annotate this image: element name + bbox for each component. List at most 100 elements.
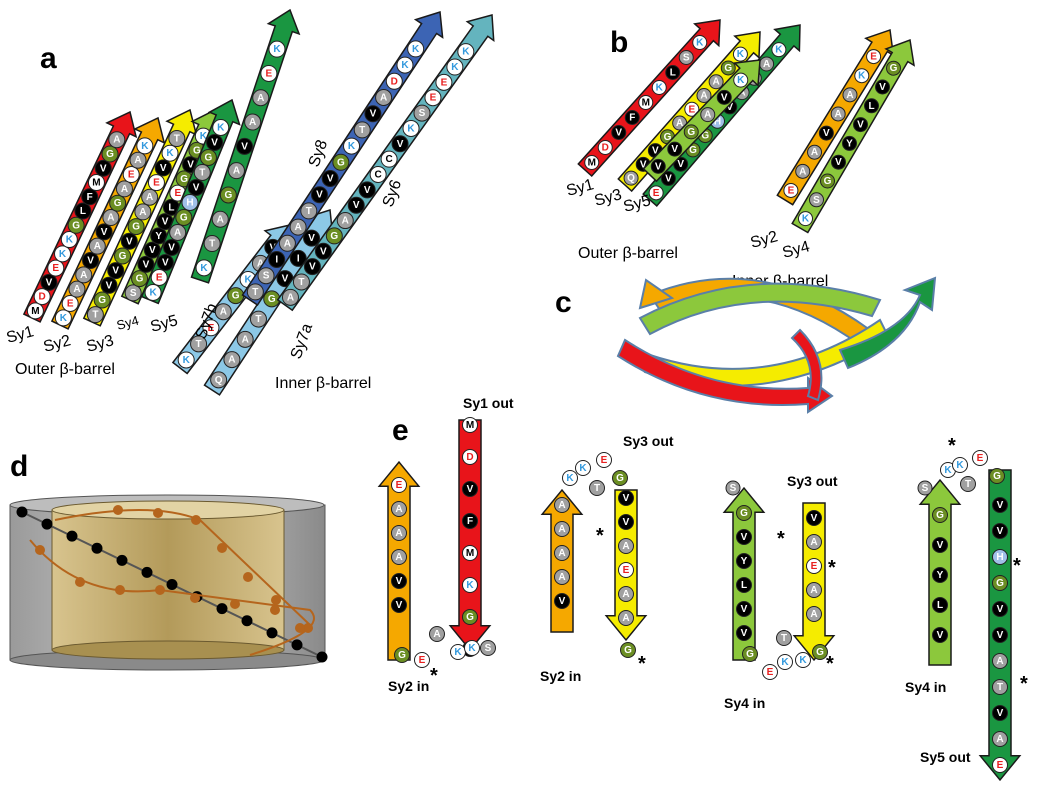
residue-a-res-4-2: V (156, 254, 174, 271)
svg-text:G: G (701, 131, 709, 142)
residue-e4-sy4-4: V (932, 627, 948, 643)
residue-a-res-1-4: V (82, 252, 100, 270)
d-brown-bead-5 (230, 599, 240, 609)
residue-b-res-5-8: G (886, 60, 901, 76)
residue-a-res-7-0: T (246, 283, 264, 301)
svg-text:M: M (31, 306, 39, 317)
residue-e3-sy3-4: A (806, 606, 822, 622)
residue-a-res-4-8: T (193, 164, 211, 181)
svg-text:A: A (763, 59, 770, 70)
svg-text:V: V (162, 258, 169, 269)
residue-b-res-2-0: E (648, 185, 664, 201)
svg-text:G: G (890, 63, 898, 74)
svg-text:V: V (397, 139, 404, 150)
residue-b-res-3-4: V (716, 89, 732, 105)
c-green-arrow (838, 276, 937, 370)
svg-text:V: V (623, 493, 630, 504)
residue-a-res-9-7: A (252, 89, 270, 107)
svg-text:G: G (136, 274, 144, 285)
svg-text:V: V (370, 109, 377, 120)
d-brown-bead-3 (155, 585, 165, 595)
residue-a-res-0-12: A (108, 131, 126, 149)
svg-text:K: K (200, 131, 208, 142)
residue-a-res-7-15: K (407, 40, 425, 58)
residue-a-res-2-7: A (134, 203, 152, 221)
residue-e4-turn-2: E (972, 450, 988, 466)
svg-text:G: G (193, 145, 201, 156)
svg-text:V: V (364, 185, 371, 196)
residue-a-res-7-3: A (278, 234, 296, 252)
svg-text:M: M (92, 178, 100, 189)
svg-text:A: A (810, 537, 817, 548)
residue-a-res-7-9: K (343, 137, 361, 155)
e-label-sy5-out: Sy5 out (920, 749, 971, 765)
svg-text:E: E (623, 565, 630, 576)
residue-e2-sy2-1: A (554, 521, 570, 537)
svg-text:A: A (146, 192, 153, 203)
svg-text:A: A (139, 207, 146, 218)
residue-a-res-7-11: V (364, 105, 382, 123)
d-chain-bead-11 (291, 639, 303, 651)
svg-text:T: T (298, 277, 304, 288)
residue-b-res-5-2: G (820, 173, 835, 189)
svg-text:A: A (799, 166, 806, 177)
svg-text:H: H (714, 116, 721, 127)
d-brown-bead-12 (243, 572, 253, 582)
residue-b-res-2-9: A (759, 56, 775, 72)
svg-text:V: V (106, 280, 113, 291)
e3-asterisk-1: * (777, 528, 785, 550)
svg-text:A: A (738, 88, 745, 99)
residue-e3-turn-1: E (762, 664, 778, 680)
svg-text:S: S (922, 483, 929, 494)
residue-a-res-9-0: K (195, 259, 213, 277)
panel-letter-c: c (555, 286, 572, 319)
e-label-sy3-out-2: Sy3 out (787, 473, 838, 489)
residue-a-res-8-4: G (325, 227, 343, 245)
residue-a-res-6-3: T (249, 310, 267, 328)
residue-b-res-4-5: A (842, 87, 858, 103)
residue-e1-sy1-6: G (462, 609, 478, 625)
svg-text:V: V (241, 141, 248, 152)
residue-a-res-3-4: Y (150, 227, 168, 245)
svg-text:T: T (209, 239, 215, 250)
residue-a-res-8-7: V (358, 181, 376, 199)
svg-text:M: M (588, 158, 596, 169)
residue-a-res-5-4: G (227, 287, 245, 305)
svg-text:V: V (823, 128, 830, 139)
residue-e4-sy5-9: A (992, 731, 1008, 747)
residue-a-res-4-4: A (169, 224, 187, 241)
svg-text:V: V (309, 262, 316, 273)
svg-text:V: V (937, 540, 944, 551)
residue-a-res-4-0: K (144, 284, 162, 301)
d-brown-bead-11 (217, 543, 227, 553)
svg-text:G: G (993, 471, 1001, 482)
c-orange-head (638, 278, 675, 310)
a-label-sy5: Sy5 (149, 312, 180, 336)
svg-text:V: V (126, 236, 133, 247)
d-brown-bead-1 (75, 577, 85, 587)
svg-text:G: G (330, 231, 338, 242)
svg-text:F: F (467, 516, 473, 527)
svg-text:A: A (996, 734, 1003, 745)
svg-text:E: E (997, 760, 1004, 771)
residue-e2-sy3-5: A (618, 610, 634, 626)
residue-a-res-2-4: G (114, 247, 132, 265)
residue-a-res-0-8: F (81, 188, 99, 206)
residue-e4-sy5-7: T (992, 679, 1008, 695)
residue-e1-sy1-3: F (462, 513, 478, 529)
svg-text:V: V (396, 600, 403, 611)
svg-text:K: K (66, 235, 74, 246)
d-chain-bead-8 (216, 603, 228, 615)
panel-letter-d: d (10, 450, 28, 483)
e4-asterisk-2: * (1013, 555, 1021, 577)
residue-b-res-3-2: G (683, 124, 699, 140)
svg-text:Q: Q (627, 173, 635, 184)
d-chain-bead-12 (316, 651, 328, 663)
residue-e2-sy3-0: V (618, 490, 634, 506)
residue-e2-sy2-2: A (554, 545, 570, 561)
residue-a-res-8-10: V (391, 135, 409, 153)
residue-e3-turn-0: G (742, 646, 758, 662)
svg-text:S: S (730, 483, 737, 494)
svg-text:V: V (671, 144, 678, 155)
svg-text:T: T (997, 682, 1003, 693)
